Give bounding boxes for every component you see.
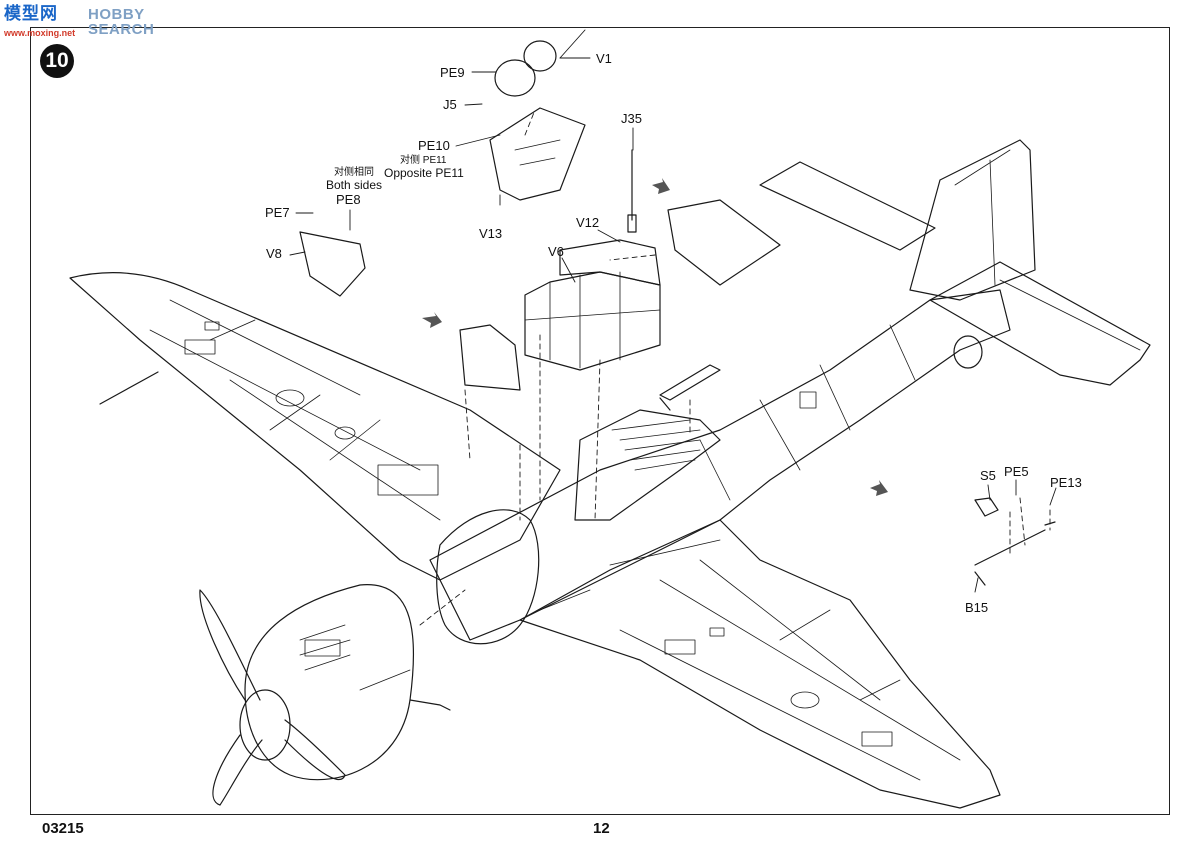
left-pitot-tube (100, 372, 158, 404)
antenna-j35 (628, 150, 636, 232)
canopy-middle-v6 (525, 272, 660, 370)
label-j35: J35 (621, 111, 642, 126)
cockpit-opening (575, 410, 720, 520)
canopy-front (460, 325, 520, 390)
horizontal-stabilizer-left (760, 162, 935, 250)
exhaust-stack (410, 700, 450, 710)
step-number-badge: 10 (40, 44, 74, 78)
right-wing (520, 520, 1000, 808)
headrest-v13 (490, 108, 585, 200)
label-v13: V13 (479, 226, 503, 241)
label-s5: S5 (980, 468, 996, 483)
assembly-leaders (420, 110, 1050, 625)
tail-wheel (954, 336, 982, 368)
front-fuselage-frame (437, 510, 539, 644)
label-opposite-pe11-cn: 对侧 PE11 (400, 155, 447, 166)
left-wing (70, 273, 560, 580)
watermark-url: www.moxing.net (4, 28, 76, 38)
label-both-sides-en: Both sides (326, 178, 383, 192)
wing-root-vents (540, 540, 720, 610)
label-pe10: PE10 (418, 138, 450, 153)
left-wing-panel-lines (150, 300, 440, 520)
page-number: 12 (593, 820, 610, 837)
canopy-middle-v12 (560, 240, 660, 285)
engine-cowling (245, 585, 413, 780)
page-border (30, 27, 1170, 815)
label-v12: V12 (576, 215, 600, 230)
vertical-fin (910, 140, 1035, 300)
label-pe5: PE5 (1004, 464, 1029, 479)
label-j5: J5 (443, 97, 457, 112)
label-v8: V8 (266, 246, 282, 261)
label-pe7: PE7 (265, 205, 290, 220)
ring-v1 (524, 41, 556, 71)
horizontal-stabilizer-right (930, 262, 1150, 385)
kit-number: 03215 (42, 820, 84, 837)
propeller-blades (200, 590, 345, 805)
direction-arrows (422, 178, 888, 496)
watermark-logo: 模型网 (4, 4, 58, 23)
fuselage-panel-lines (700, 325, 915, 500)
machine-gun (660, 365, 1055, 585)
seat-v8 (300, 232, 365, 296)
canopy-rear (668, 200, 780, 285)
watermark-text: HOBBY SEARCH (88, 6, 155, 38)
label-pe9: PE9 (440, 65, 465, 80)
label-pe13: PE13 (1050, 475, 1082, 490)
label-b15: B15 (965, 600, 989, 615)
right-wing-panel-lines (620, 560, 960, 780)
label-v1: V1 (596, 51, 612, 66)
label-pe8: PE8 (336, 192, 361, 207)
label-opposite-pe11-en: Opposite PE11 (384, 166, 464, 180)
fuselage (430, 290, 1010, 640)
spinner (240, 690, 290, 760)
callout-lines (290, 30, 1056, 592)
label-v6: V6 (548, 244, 564, 259)
label-both-sides-cn: 对侧相同 (334, 167, 374, 178)
watermark: 模型网 HOBBY SEARCH www.moxing.net (2, 2, 162, 38)
ring-pe9 (495, 60, 535, 96)
